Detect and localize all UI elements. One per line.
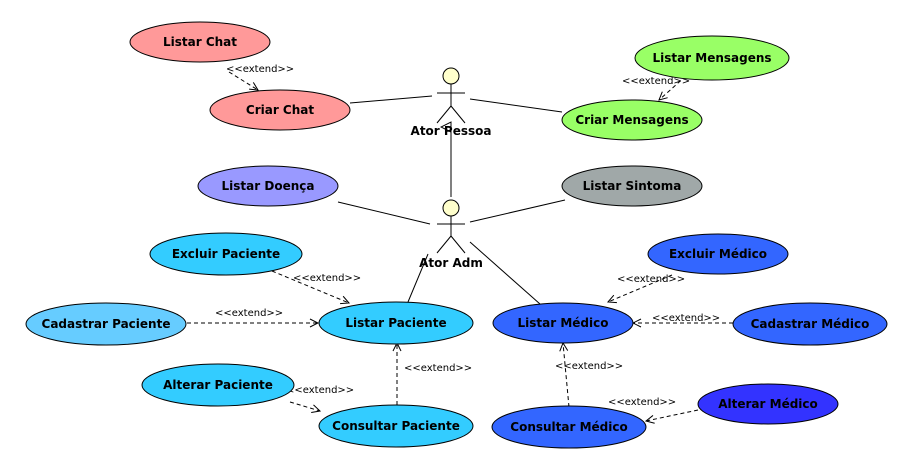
- association-pessoa-criar-mensagens: [469, 98, 563, 113]
- extend-label-excluir-medico: <<extend>>: [617, 274, 685, 285]
- use-case-ellipse: [318, 404, 474, 448]
- use-case-listar-chat[interactable]: Listar Chat: [129, 21, 271, 63]
- use-case-label: Listar Mensagens: [652, 51, 771, 65]
- use-case-label: Criar Chat: [246, 103, 314, 117]
- use-case-label: Listar Sintoma: [583, 179, 682, 193]
- actor-head: [442, 67, 460, 85]
- use-case-listar-sintoma[interactable]: Listar Sintoma: [561, 165, 703, 207]
- actor-head: [442, 199, 460, 217]
- use-case-ellipse: [647, 233, 789, 275]
- use-case-ellipse: [492, 302, 634, 344]
- use-case-consultar-medico[interactable]: Consultar Médico: [491, 405, 647, 449]
- extend-arrow-alterar-medico: [646, 409, 699, 421]
- actor-pessoa[interactable]: Ator Pessoa: [411, 67, 492, 138]
- use-case-ellipse: [129, 21, 271, 63]
- extend-arrow-listar-chat: [228, 71, 258, 90]
- extend-label-consultar-paciente: <<extend>>: [404, 363, 472, 374]
- association-adm-listar-doenca: [337, 201, 431, 225]
- actor-leg-left: [436, 105, 452, 124]
- use-case-ellipse: [141, 363, 295, 407]
- extend-arrow-listar-mensagens: [659, 75, 687, 100]
- use-case-label: Cadastrar Paciente: [42, 317, 171, 331]
- association-adm-listar-sintoma: [469, 199, 566, 223]
- extend-arrow-consultar-medico: [563, 343, 570, 408]
- use-case-excluir-medico[interactable]: Excluir Médico: [647, 233, 789, 275]
- use-case-ellipse: [209, 89, 351, 131]
- actor-adm-label: Ator Adm: [419, 256, 483, 270]
- extend-label-alterar-paciente: <<extend>>: [286, 385, 354, 396]
- use-case-label: Listar Chat: [163, 35, 237, 49]
- use-case-ellipse: [149, 232, 303, 276]
- association-adm-listar-medico: [469, 241, 541, 305]
- use-case-ellipse: [318, 301, 474, 345]
- use-case-alterar-paciente[interactable]: Alterar Paciente: [141, 363, 295, 407]
- use-case-label: Listar Médico: [518, 316, 609, 330]
- use-case-alterar-medico[interactable]: Alterar Médico: [697, 383, 839, 425]
- use-case-label: Cadastrar Médico: [751, 317, 870, 331]
- actor-leg-right: [450, 105, 466, 124]
- association-pessoa-criar-chat: [349, 95, 433, 104]
- use-case-ellipse: [732, 302, 888, 346]
- actor-pessoa-label: Ator Pessoa: [411, 124, 492, 138]
- extend-arrow-excluir-medico: [608, 274, 673, 302]
- extend-label-cadastrar-paciente: <<extend>>: [215, 308, 283, 319]
- association-adm-listar-paciente: [407, 253, 429, 303]
- use-case-ellipse: [634, 35, 790, 81]
- use-case-label: Criar Mensagens: [575, 113, 688, 127]
- use-case-label: Listar Paciente: [345, 316, 446, 330]
- use-case-label: Excluir Médico: [669, 247, 767, 261]
- use-case-listar-mensagens[interactable]: Listar Mensagens: [634, 35, 790, 81]
- use-case-label: Listar Doença: [222, 179, 315, 193]
- use-case-label: Excluir Paciente: [172, 247, 280, 261]
- use-case-label: Alterar Médico: [718, 397, 818, 411]
- use-case-ellipse: [491, 405, 647, 449]
- use-case-ellipse: [697, 383, 839, 425]
- actor-adm[interactable]: Ator Adm: [419, 199, 483, 270]
- actor-leg-left: [436, 235, 452, 254]
- use-case-ellipse: [197, 165, 339, 207]
- use-case-label: Consultar Paciente: [332, 419, 460, 433]
- extend-label-listar-mensagens: <<extend>>: [622, 76, 690, 87]
- use-case-ellipse: [25, 302, 187, 346]
- actor-leg-right: [450, 235, 466, 254]
- use-case-listar-paciente[interactable]: Listar Paciente: [318, 301, 474, 345]
- extend-label-listar-chat: <<extend>>: [226, 64, 294, 75]
- use-case-criar-mensagens[interactable]: Criar Mensagens: [561, 99, 703, 141]
- use-case-label: Consultar Médico: [510, 420, 627, 434]
- use-case-excluir-paciente[interactable]: Excluir Paciente: [149, 232, 303, 276]
- use-case-listar-doenca[interactable]: Listar Doença: [197, 165, 339, 207]
- extend-label-cadastrar-medico: <<extend>>: [652, 313, 720, 324]
- use-case-label: Alterar Paciente: [163, 378, 273, 392]
- use-case-consultar-paciente[interactable]: Consultar Paciente: [318, 404, 474, 448]
- extend-label-alterar-medico: <<extend>>: [608, 397, 676, 408]
- use-case-ellipse: [561, 99, 703, 141]
- use-case-ellipse: [561, 165, 703, 207]
- extend-label-excluir-paciente: <<extend>>: [293, 273, 361, 284]
- use-case-cadastrar-paciente[interactable]: Cadastrar Paciente: [25, 302, 187, 346]
- use-case-listar-medico[interactable]: Listar Médico: [492, 302, 634, 344]
- extend-arrow-alterar-paciente: [289, 401, 320, 411]
- extend-label-consultar-medico: <<extend>>: [555, 361, 623, 372]
- use-case-cadastrar-medico[interactable]: Cadastrar Médico: [732, 302, 888, 346]
- use-case-criar-chat[interactable]: Criar Chat: [209, 89, 351, 131]
